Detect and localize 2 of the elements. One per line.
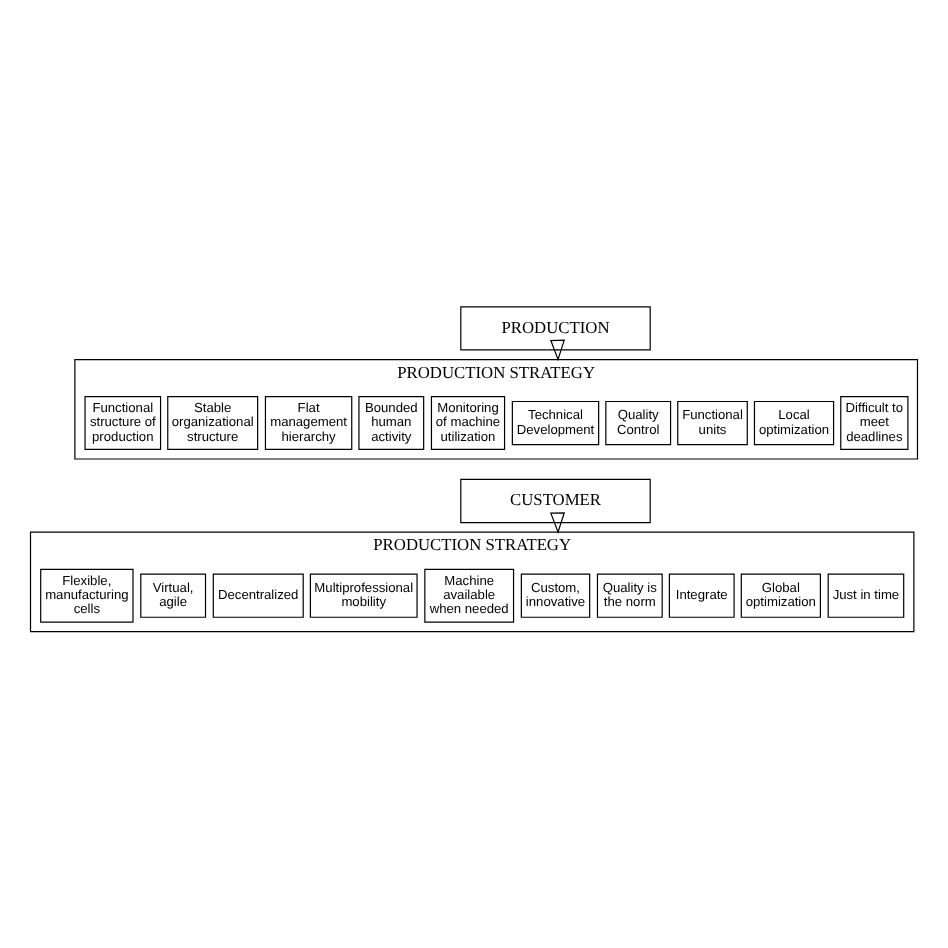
arrow [549,339,566,362]
arrow [549,512,566,534]
